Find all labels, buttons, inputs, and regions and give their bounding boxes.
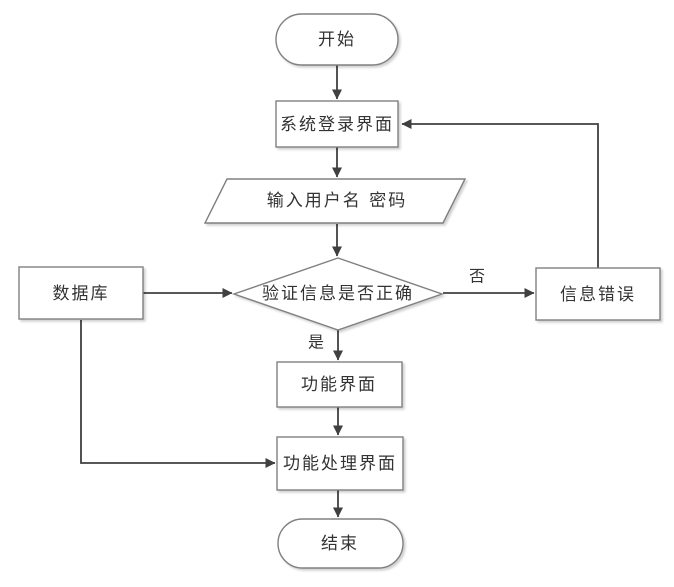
node-start: 开始 bbox=[275, 13, 399, 66]
login-screen-label: 系统登录界面 bbox=[280, 115, 394, 135]
input-credentials-label: 输入用户名 密码 bbox=[267, 191, 407, 211]
database-shape bbox=[18, 266, 144, 320]
node-function-screen: 功能界面 bbox=[276, 361, 403, 408]
start-label: 开始 bbox=[318, 30, 356, 50]
info-error-shape bbox=[535, 267, 661, 321]
node-info-error: 信息错误 bbox=[535, 267, 661, 321]
verify-decision-label: 验证信息是否正确 bbox=[262, 284, 414, 304]
connectors bbox=[80, 65, 599, 518]
edge-database-to-process bbox=[80, 320, 276, 468]
node-login-screen: 系统登录界面 bbox=[275, 100, 399, 148]
function-process-screen-shape bbox=[276, 436, 404, 491]
node-end: 结束 bbox=[277, 518, 404, 569]
edge-label-yes: 是 bbox=[308, 333, 324, 352]
function-process-screen-label: 功能处理界面 bbox=[283, 454, 397, 474]
function-screen-shape bbox=[276, 361, 403, 408]
node-input-credentials: 输入用户名 密码 bbox=[203, 178, 467, 224]
end-shape bbox=[277, 518, 404, 569]
node-database: 数据库 bbox=[18, 266, 144, 320]
function-screen-label: 功能界面 bbox=[301, 375, 377, 395]
input-credentials-shape bbox=[203, 178, 467, 224]
node-function-process-screen: 功能处理界面 bbox=[276, 436, 404, 491]
start-shape bbox=[275, 13, 399, 66]
database-label: 数据库 bbox=[53, 284, 110, 304]
end-label: 结束 bbox=[321, 534, 359, 554]
edge-label-no: 否 bbox=[469, 267, 485, 286]
edge-error-to-login bbox=[401, 119, 599, 268]
verify-decision-shape bbox=[231, 257, 445, 331]
login-screen-shape bbox=[275, 100, 399, 148]
node-verify-decision: 验证信息是否正确 bbox=[231, 257, 445, 331]
info-error-label: 信息错误 bbox=[560, 285, 636, 305]
